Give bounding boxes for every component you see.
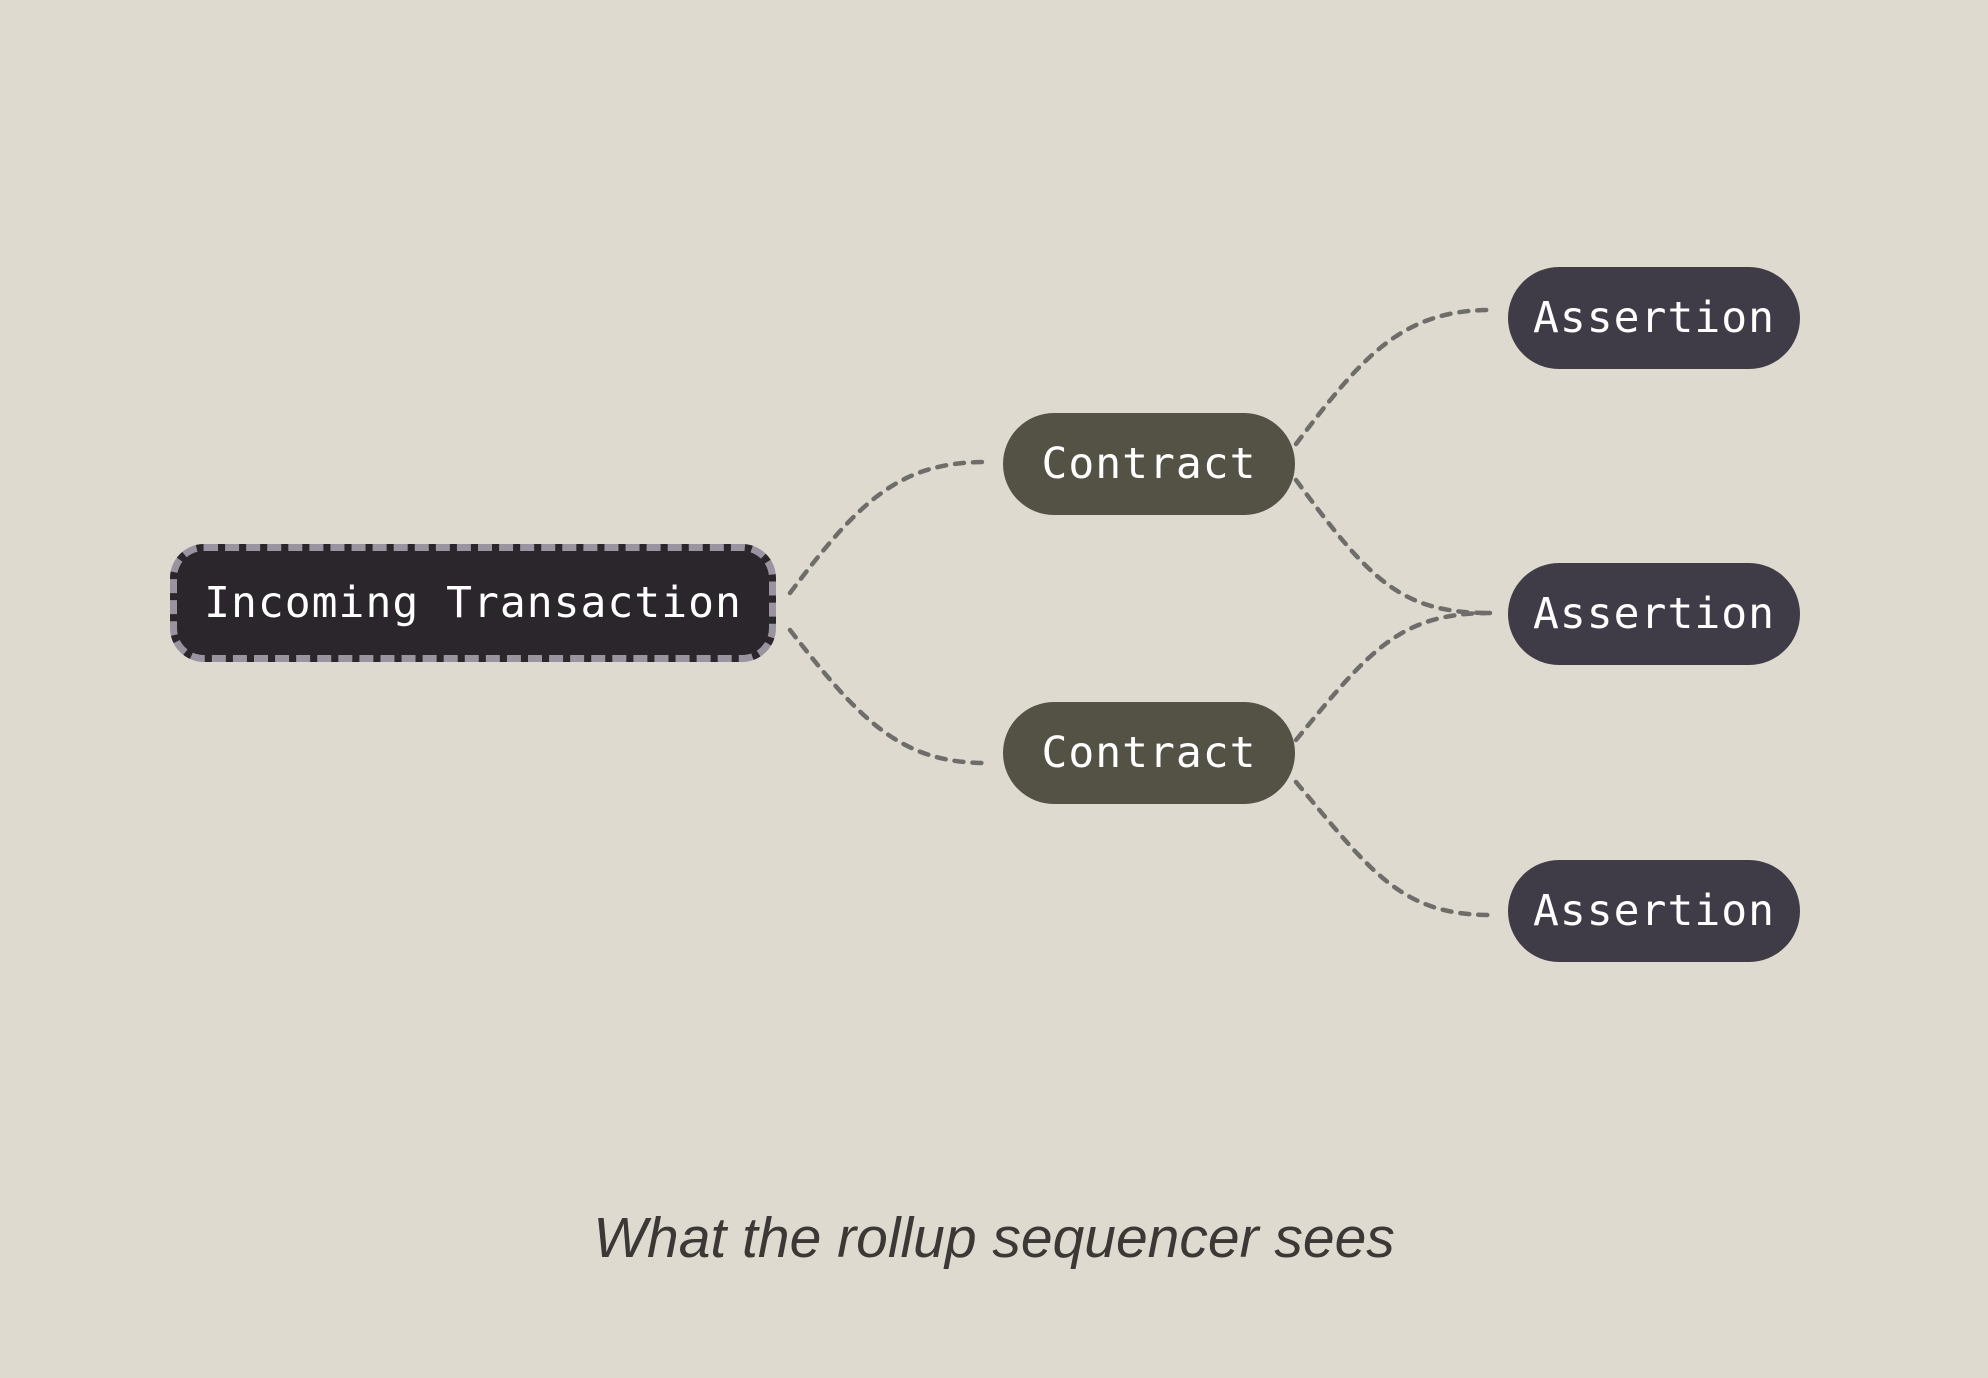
- edge-transaction-to-contract-2: [787, 627, 989, 766]
- contract-node: Contract: [1003, 702, 1295, 804]
- edge-contract-1-to-assertion-2: [1293, 477, 1493, 616]
- assertion-label: Assertion: [1533, 589, 1775, 639]
- contract-node: Contract: [1003, 413, 1295, 515]
- edge-contract-2-to-assertion-3: [1293, 779, 1493, 918]
- assertion-label: Assertion: [1533, 886, 1775, 936]
- contract-label: Contract: [1041, 728, 1257, 778]
- assertion-node: Assertion: [1508, 563, 1800, 665]
- edge-contract-2-to-assertion-2: [1293, 610, 1493, 743]
- diagram-caption: What the rollup sequencer sees: [593, 1206, 1395, 1270]
- incoming-transaction-label: Incoming Transaction: [204, 578, 742, 628]
- edge-transaction-to-contract-1: [787, 459, 989, 596]
- assertion-label: Assertion: [1533, 293, 1775, 343]
- incoming-transaction-node: Incoming Transaction: [170, 544, 776, 662]
- assertion-node: Assertion: [1508, 267, 1800, 369]
- edge-contract-1-to-assertion-1: [1293, 307, 1493, 447]
- contract-label: Contract: [1041, 439, 1257, 489]
- assertion-node: Assertion: [1508, 860, 1800, 962]
